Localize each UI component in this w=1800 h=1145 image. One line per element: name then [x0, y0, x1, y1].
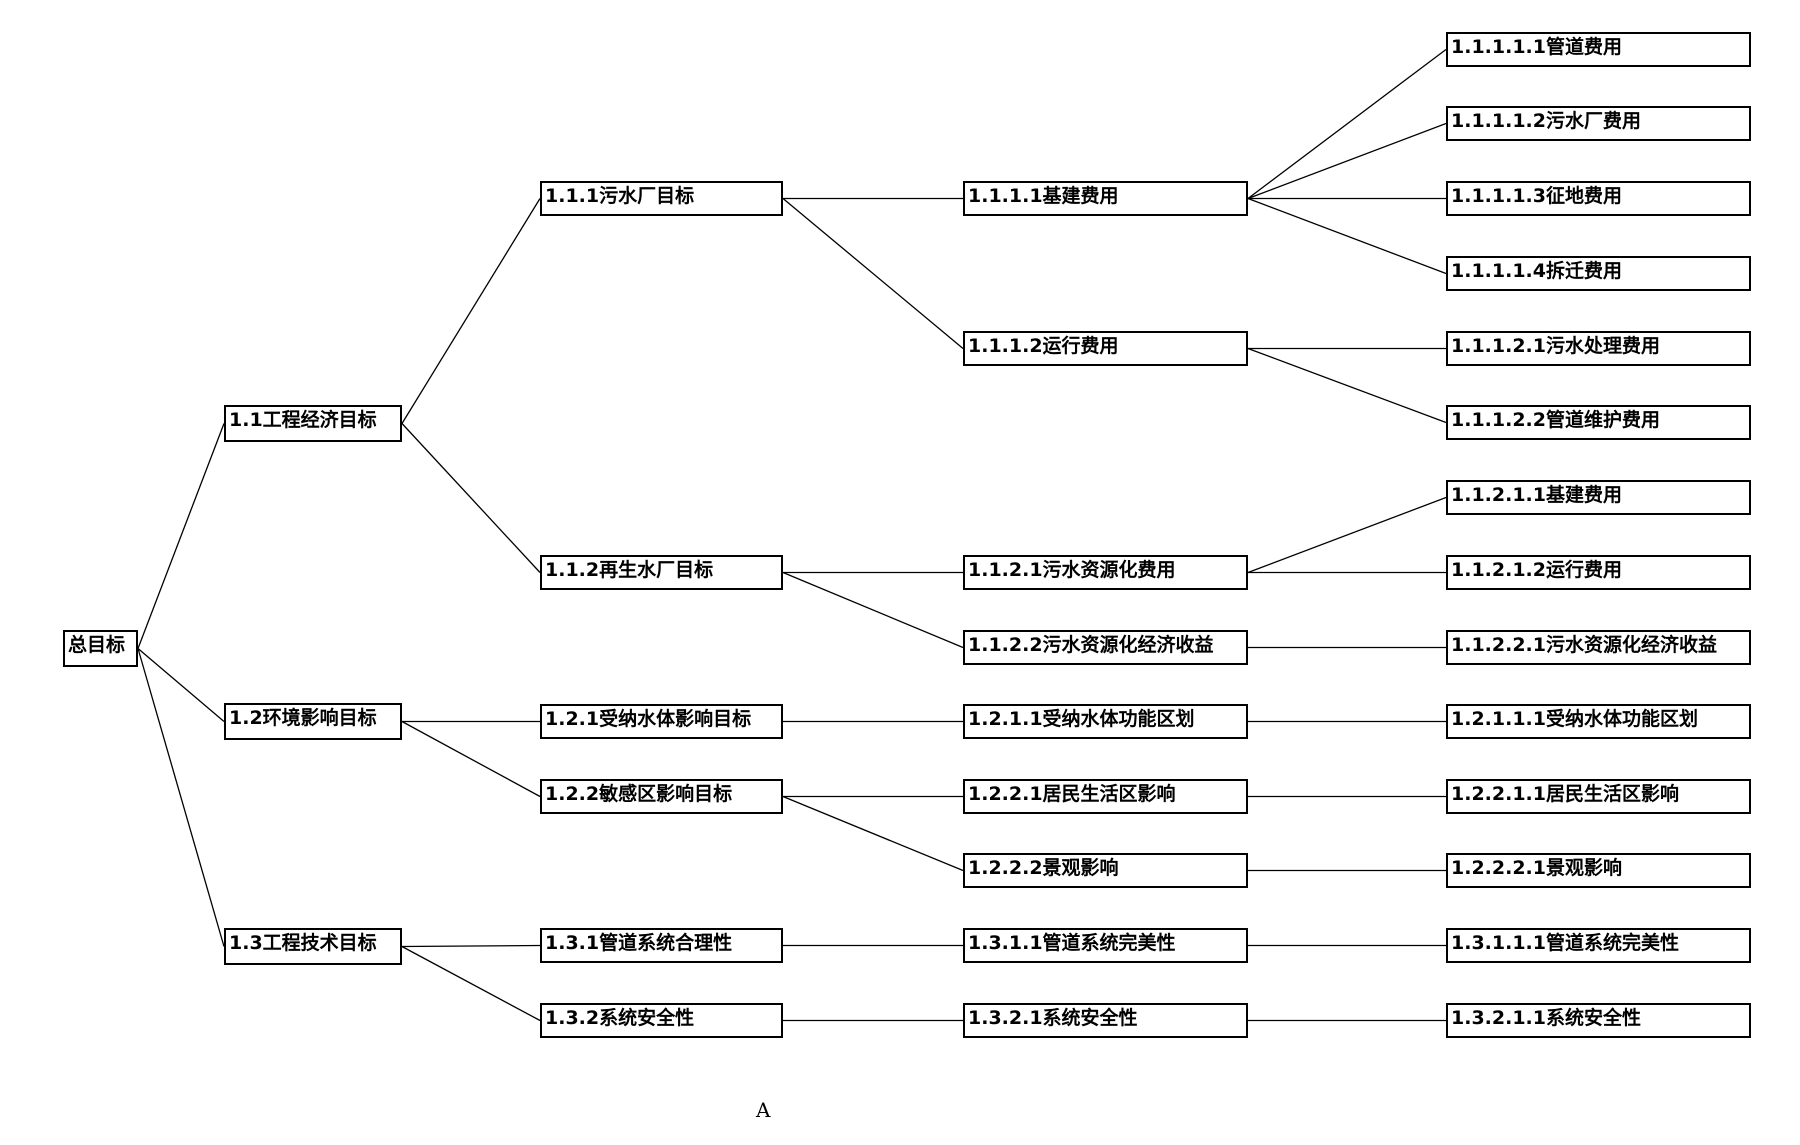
node-1-1-1: 1.1.1污水厂目标	[540, 181, 783, 216]
node-1-1-1-1-3: 1.1.1.1.3征地费用	[1446, 181, 1751, 216]
node-1-1: 1.1工程经济目标	[224, 405, 402, 442]
node-1-3-1-1: 1.3.1.1管道系统完美性	[963, 928, 1248, 963]
node-1-1-2-1-1: 1.1.2.1.1基建费用	[1446, 480, 1751, 515]
node-1-1-1-1: 1.1.1.1基建费用	[963, 181, 1248, 216]
node-1-1-2-1: 1.1.2.1污水资源化费用	[963, 555, 1248, 590]
node-1-2-2-1: 1.2.2.1居民生活区影响	[963, 779, 1248, 814]
connector-node-root-to-node-1-1	[137, 423, 225, 649]
node-1-2-1-1-1: 1.2.1.1.1受纳水体功能区划	[1446, 704, 1751, 739]
node-1-3-1-1-1: 1.3.1.1.1管道系统完美性	[1446, 928, 1751, 963]
node-1-3-2-1: 1.3.2.1系统安全性	[963, 1003, 1248, 1038]
node-1-1-1-1-4: 1.1.1.1.4拆迁费用	[1446, 256, 1751, 291]
connector-node-1-1-to-node-1-1-1	[401, 198, 541, 424]
node-1-2-2-2-1: 1.2.2.2.1景观影响	[1446, 853, 1751, 888]
node-1-1-2: 1.1.2再生水厂目标	[540, 555, 783, 590]
node-1-2-2: 1.2.2敏感区影响目标	[540, 779, 783, 814]
connector-node-1-1-2-to-node-1-1-2-2	[782, 571, 964, 649]
node-1-1-1-2-1: 1.1.1.2.1污水处理费用	[1446, 331, 1751, 366]
node-1-3-2-1-1: 1.3.2.1.1系统安全性	[1446, 1003, 1751, 1038]
connector-node-1-2-2-to-node-1-2-2-2	[782, 795, 964, 872]
connector-node-1-1-1-1-to-node-1-1-1-1-4	[1247, 197, 1447, 275]
connector-node-1-1-1-1-to-node-1-1-1-1-2	[1247, 122, 1447, 200]
connector-node-1-1-1-to-node-1-1-1-2	[782, 198, 964, 349]
node-1-1-1-1-1: 1.1.1.1.1管道费用	[1446, 32, 1751, 67]
figure-caption: A	[756, 1098, 771, 1122]
node-1-3: 1.3工程技术目标	[224, 928, 402, 965]
connector-node-1-1-1-2-to-node-1-1-1-2-2	[1247, 347, 1447, 424]
node-1-3-1: 1.3.1管道系统合理性	[540, 928, 783, 963]
node-1-1-2-2-1: 1.1.2.2.1污水资源化经济收益	[1446, 630, 1751, 665]
node-1-1-1-1-2: 1.1.1.1.2污水厂费用	[1446, 106, 1751, 141]
connector-node-1-1-to-node-1-1-2	[401, 423, 541, 573]
connector-node-1-3-to-node-1-3-2	[401, 945, 541, 1022]
node-1-3-2: 1.3.2系统安全性	[540, 1003, 783, 1038]
connector-node-root-to-node-1-2	[137, 648, 225, 722]
connector-node-1-2-to-node-1-2-2	[401, 720, 541, 798]
node-1-2: 1.2环境影响目标	[224, 703, 402, 740]
connector-node-1-1-2-1-to-node-1-1-2-1-1	[1247, 496, 1447, 574]
node-1-1-1-2-2: 1.1.1.2.2管道维护费用	[1446, 405, 1751, 440]
node-1-2-1-1: 1.2.1.1受纳水体功能区划	[963, 704, 1248, 739]
node-1-2-2-2: 1.2.2.2景观影响	[963, 853, 1248, 888]
node-1-2-2-1-1: 1.2.2.1.1居民生活区影响	[1446, 779, 1751, 814]
node-1-2-1: 1.2.1受纳水体影响目标	[540, 704, 783, 739]
connector-node-root-to-node-1-3	[137, 648, 225, 947]
connector-node-1-3-to-node-1-3-1	[401, 944, 541, 948]
node-1-1-2-2: 1.1.2.2污水资源化经济收益	[963, 630, 1248, 665]
node-1-1-2-1-2: 1.1.2.1.2运行费用	[1446, 555, 1751, 590]
connector-node-1-1-1-1-to-node-1-1-1-1-1	[1247, 48, 1447, 200]
node-1-1-1-2: 1.1.1.2运行费用	[963, 331, 1248, 366]
node-root: 总目标	[63, 630, 138, 667]
